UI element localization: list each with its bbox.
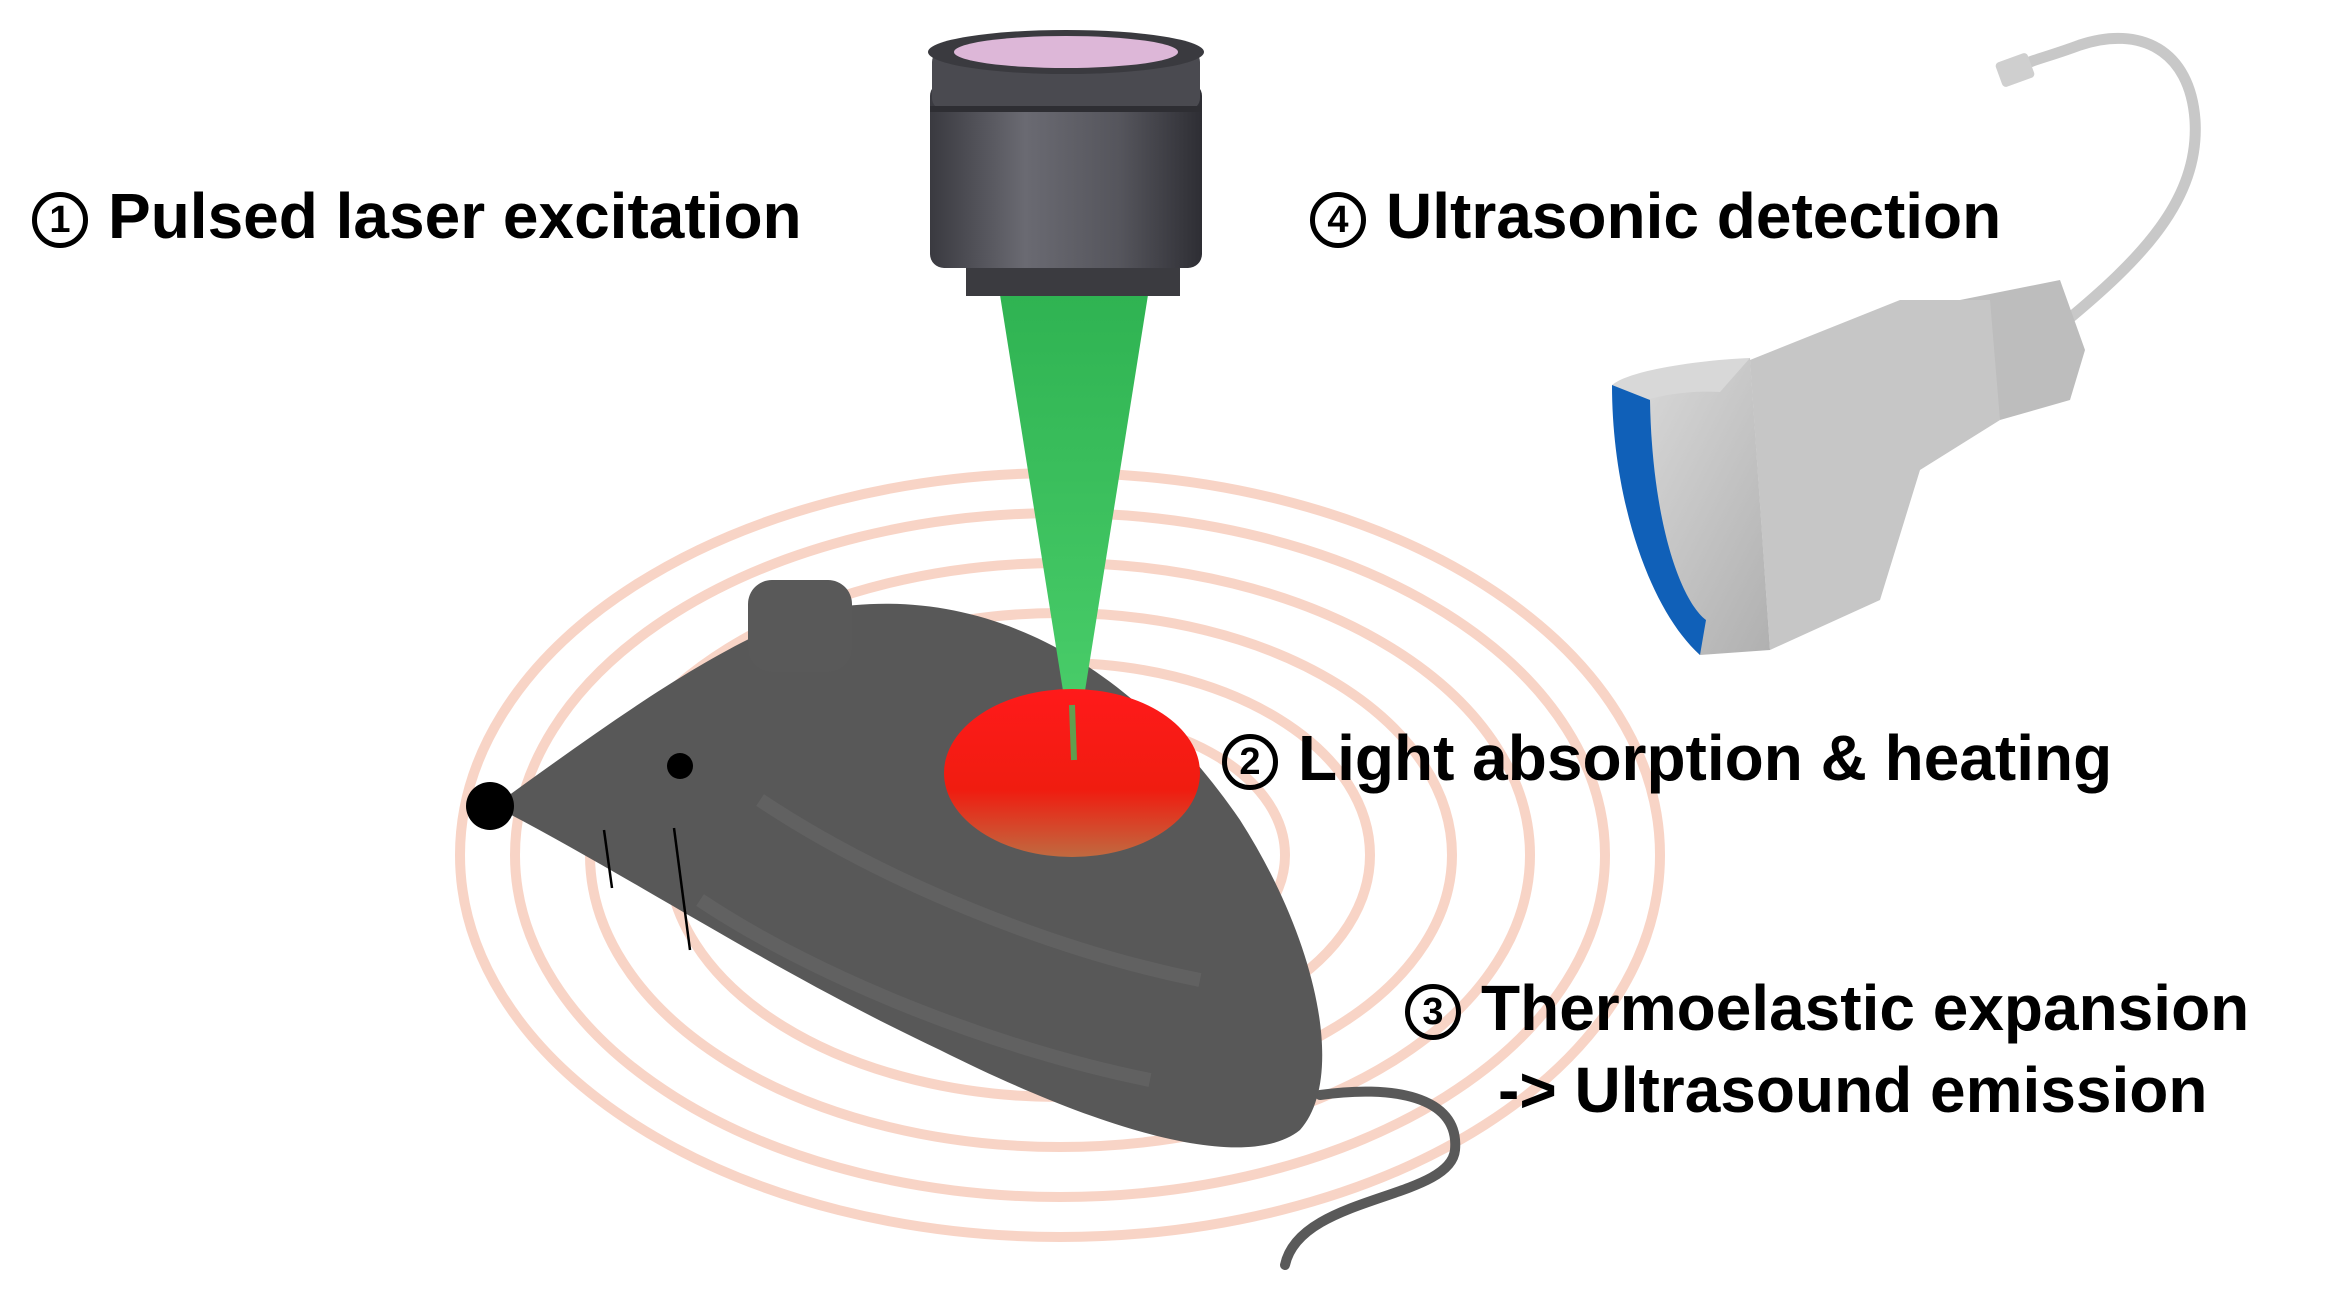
step-2-number: 2 [1222, 734, 1278, 790]
mouse-tail [1280, 1086, 1461, 1270]
step-2-text: Light absorption & heating [1298, 722, 2113, 794]
step-4-text: Ultrasonic detection [1386, 180, 2002, 252]
ultrasound-transducer-icon [1612, 32, 2201, 655]
step-4-number: 4 [1310, 192, 1366, 248]
mouse-nose [466, 782, 514, 830]
step-3-subtext: -> Ultrasound emission [1498, 1054, 2208, 1126]
step-3-text: Thermoelastic expansion [1481, 972, 2250, 1044]
step-1-text: Pulsed laser excitation [108, 180, 802, 252]
transducer-cable [2014, 32, 2201, 328]
mouse-eye [667, 753, 693, 779]
laser-beam-icon [1000, 295, 1148, 760]
absorption-spot [944, 689, 1200, 857]
mouse-ear [748, 580, 852, 672]
objective-lens-icon [928, 30, 1204, 296]
mouse-whisker [602, 829, 614, 889]
step-3-number: 3 [1405, 984, 1461, 1040]
step-1-number: 1 [32, 192, 88, 248]
mouse-whisker [672, 827, 692, 951]
